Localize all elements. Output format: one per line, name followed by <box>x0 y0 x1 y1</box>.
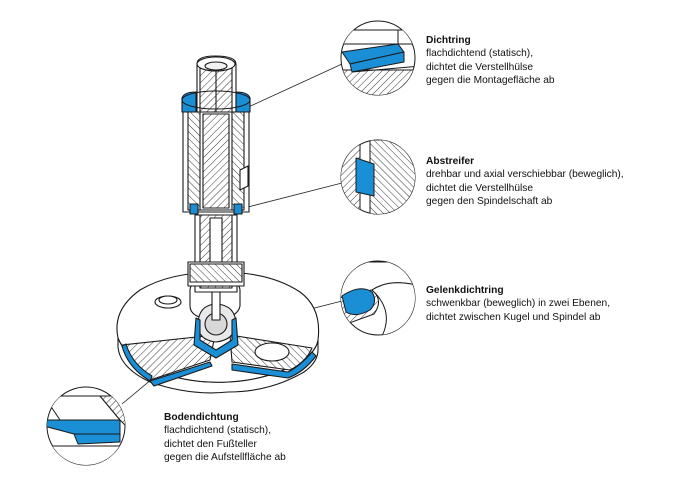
detail-circle-bodendichtung <box>46 386 126 466</box>
detail-circle-gelenkdichtring <box>340 260 416 336</box>
callout-bodendichtung: Bodendichtung flachdichtend (statisch), … <box>164 411 286 465</box>
ball-joint <box>193 275 239 359</box>
spindle <box>187 214 245 293</box>
callout-line: flachdichtend (statisch), <box>164 425 272 437</box>
callout-line: gegen die Aufstellfläche ab <box>164 452 286 464</box>
detail-circle-dichtring <box>340 20 416 96</box>
adjusting-sleeve <box>182 109 250 215</box>
callout-abstreifer: Abstreifer drehbar und axial verschiebba… <box>426 155 624 209</box>
callout-line: dichtet den Fußteller <box>164 438 257 450</box>
callout-title: Dichtring <box>426 35 471 46</box>
callout-title: Gelenkdichtring <box>426 285 504 296</box>
callout-line: flachdichtend (statisch), <box>426 48 534 60</box>
callout-dichtring: Dichtring flachdichtend (statisch), dich… <box>426 34 555 88</box>
detail-circle-abstreifer <box>340 139 416 215</box>
callout-line: dichtet die Verstellhülse <box>426 182 534 194</box>
callout-title: Bodendichtung <box>164 412 239 423</box>
callout-gelenkdichtring: Gelenkdichtring schwenkbar (beweglich) i… <box>426 284 610 324</box>
callout-line: dichtet die Verstellhülse <box>426 61 534 73</box>
callout-title: Abstreifer <box>426 156 475 167</box>
leveling-foot-drawing <box>116 55 320 394</box>
callout-line: gegen die Montagefläche ab <box>426 75 555 87</box>
callout-line: drehbar und axial verschiebbar (beweglic… <box>426 169 624 181</box>
callout-line: gegen den Spindelschaft ab <box>426 196 553 208</box>
callout-line: dichtet zwischen Kugel und Spindel ab <box>426 311 601 323</box>
top-hex <box>181 55 251 113</box>
callout-line: schwenkbar (beweglich) in zwei Ebenen, <box>426 298 611 310</box>
